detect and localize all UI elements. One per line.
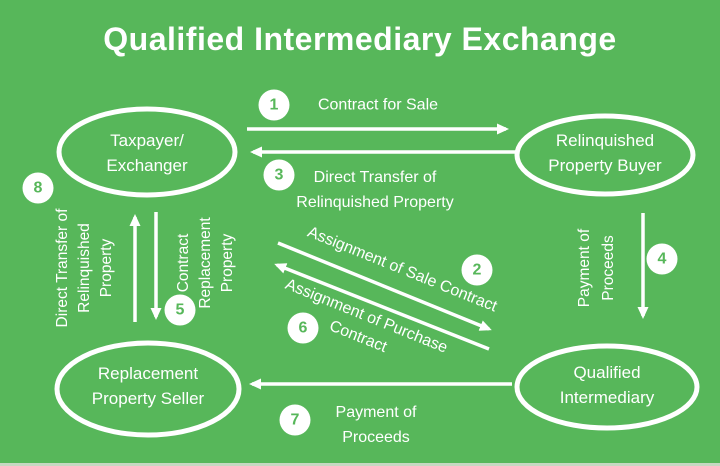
page-title: Qualified Intermediary Exchange bbox=[103, 21, 617, 57]
taxpayer-ellipse bbox=[56, 106, 238, 198]
arrow-assignment-sale-contract bbox=[277, 241, 492, 331]
direct-transfer-left-label: Direct Transfer of Relinquished Property bbox=[54, 208, 115, 328]
relinquished-property-buyer-label: Relinquished Property Buyer bbox=[548, 131, 662, 175]
payment-proceeds-right-label: Payment of Proceeds bbox=[576, 228, 617, 308]
bottom-edge-strip bbox=[0, 463, 720, 466]
qualified-intermediary-label: Qualified Intermediary bbox=[559, 363, 655, 407]
step-1-badge: 1 bbox=[258, 89, 290, 121]
contract-replacement-property-label: Contract Replacement Property bbox=[175, 217, 236, 309]
step-5-badge: 5 bbox=[164, 294, 196, 326]
replacement-property-seller-label: Replacement Property Seller bbox=[91, 364, 205, 408]
step-2-badge: 2 bbox=[461, 254, 493, 286]
step-7-badge: 7 bbox=[279, 404, 311, 436]
direct-transfer-relinquished-label: Direct Transfer of Relinquished Property bbox=[296, 169, 454, 211]
contract-for-sale-label: Contract for Sale bbox=[317, 96, 439, 114]
replacement-seller-ellipse bbox=[54, 340, 242, 438]
relinquished-buyer-ellipse bbox=[514, 113, 696, 197]
taxpayer-exchanger-label: Taxpayer/ Exchanger bbox=[106, 131, 188, 175]
qualified-intermediary-ellipse bbox=[514, 343, 700, 431]
step-4-badge: 4 bbox=[646, 243, 678, 275]
step-6-badge: 6 bbox=[287, 312, 319, 344]
step-8-badge: 8 bbox=[22, 172, 54, 204]
step-3-badge: 3 bbox=[263, 159, 295, 191]
arrow-assignment-purchase-contract bbox=[274, 263, 490, 351]
payment-proceeds-bottom-label: Payment of Proceeds bbox=[335, 404, 417, 446]
